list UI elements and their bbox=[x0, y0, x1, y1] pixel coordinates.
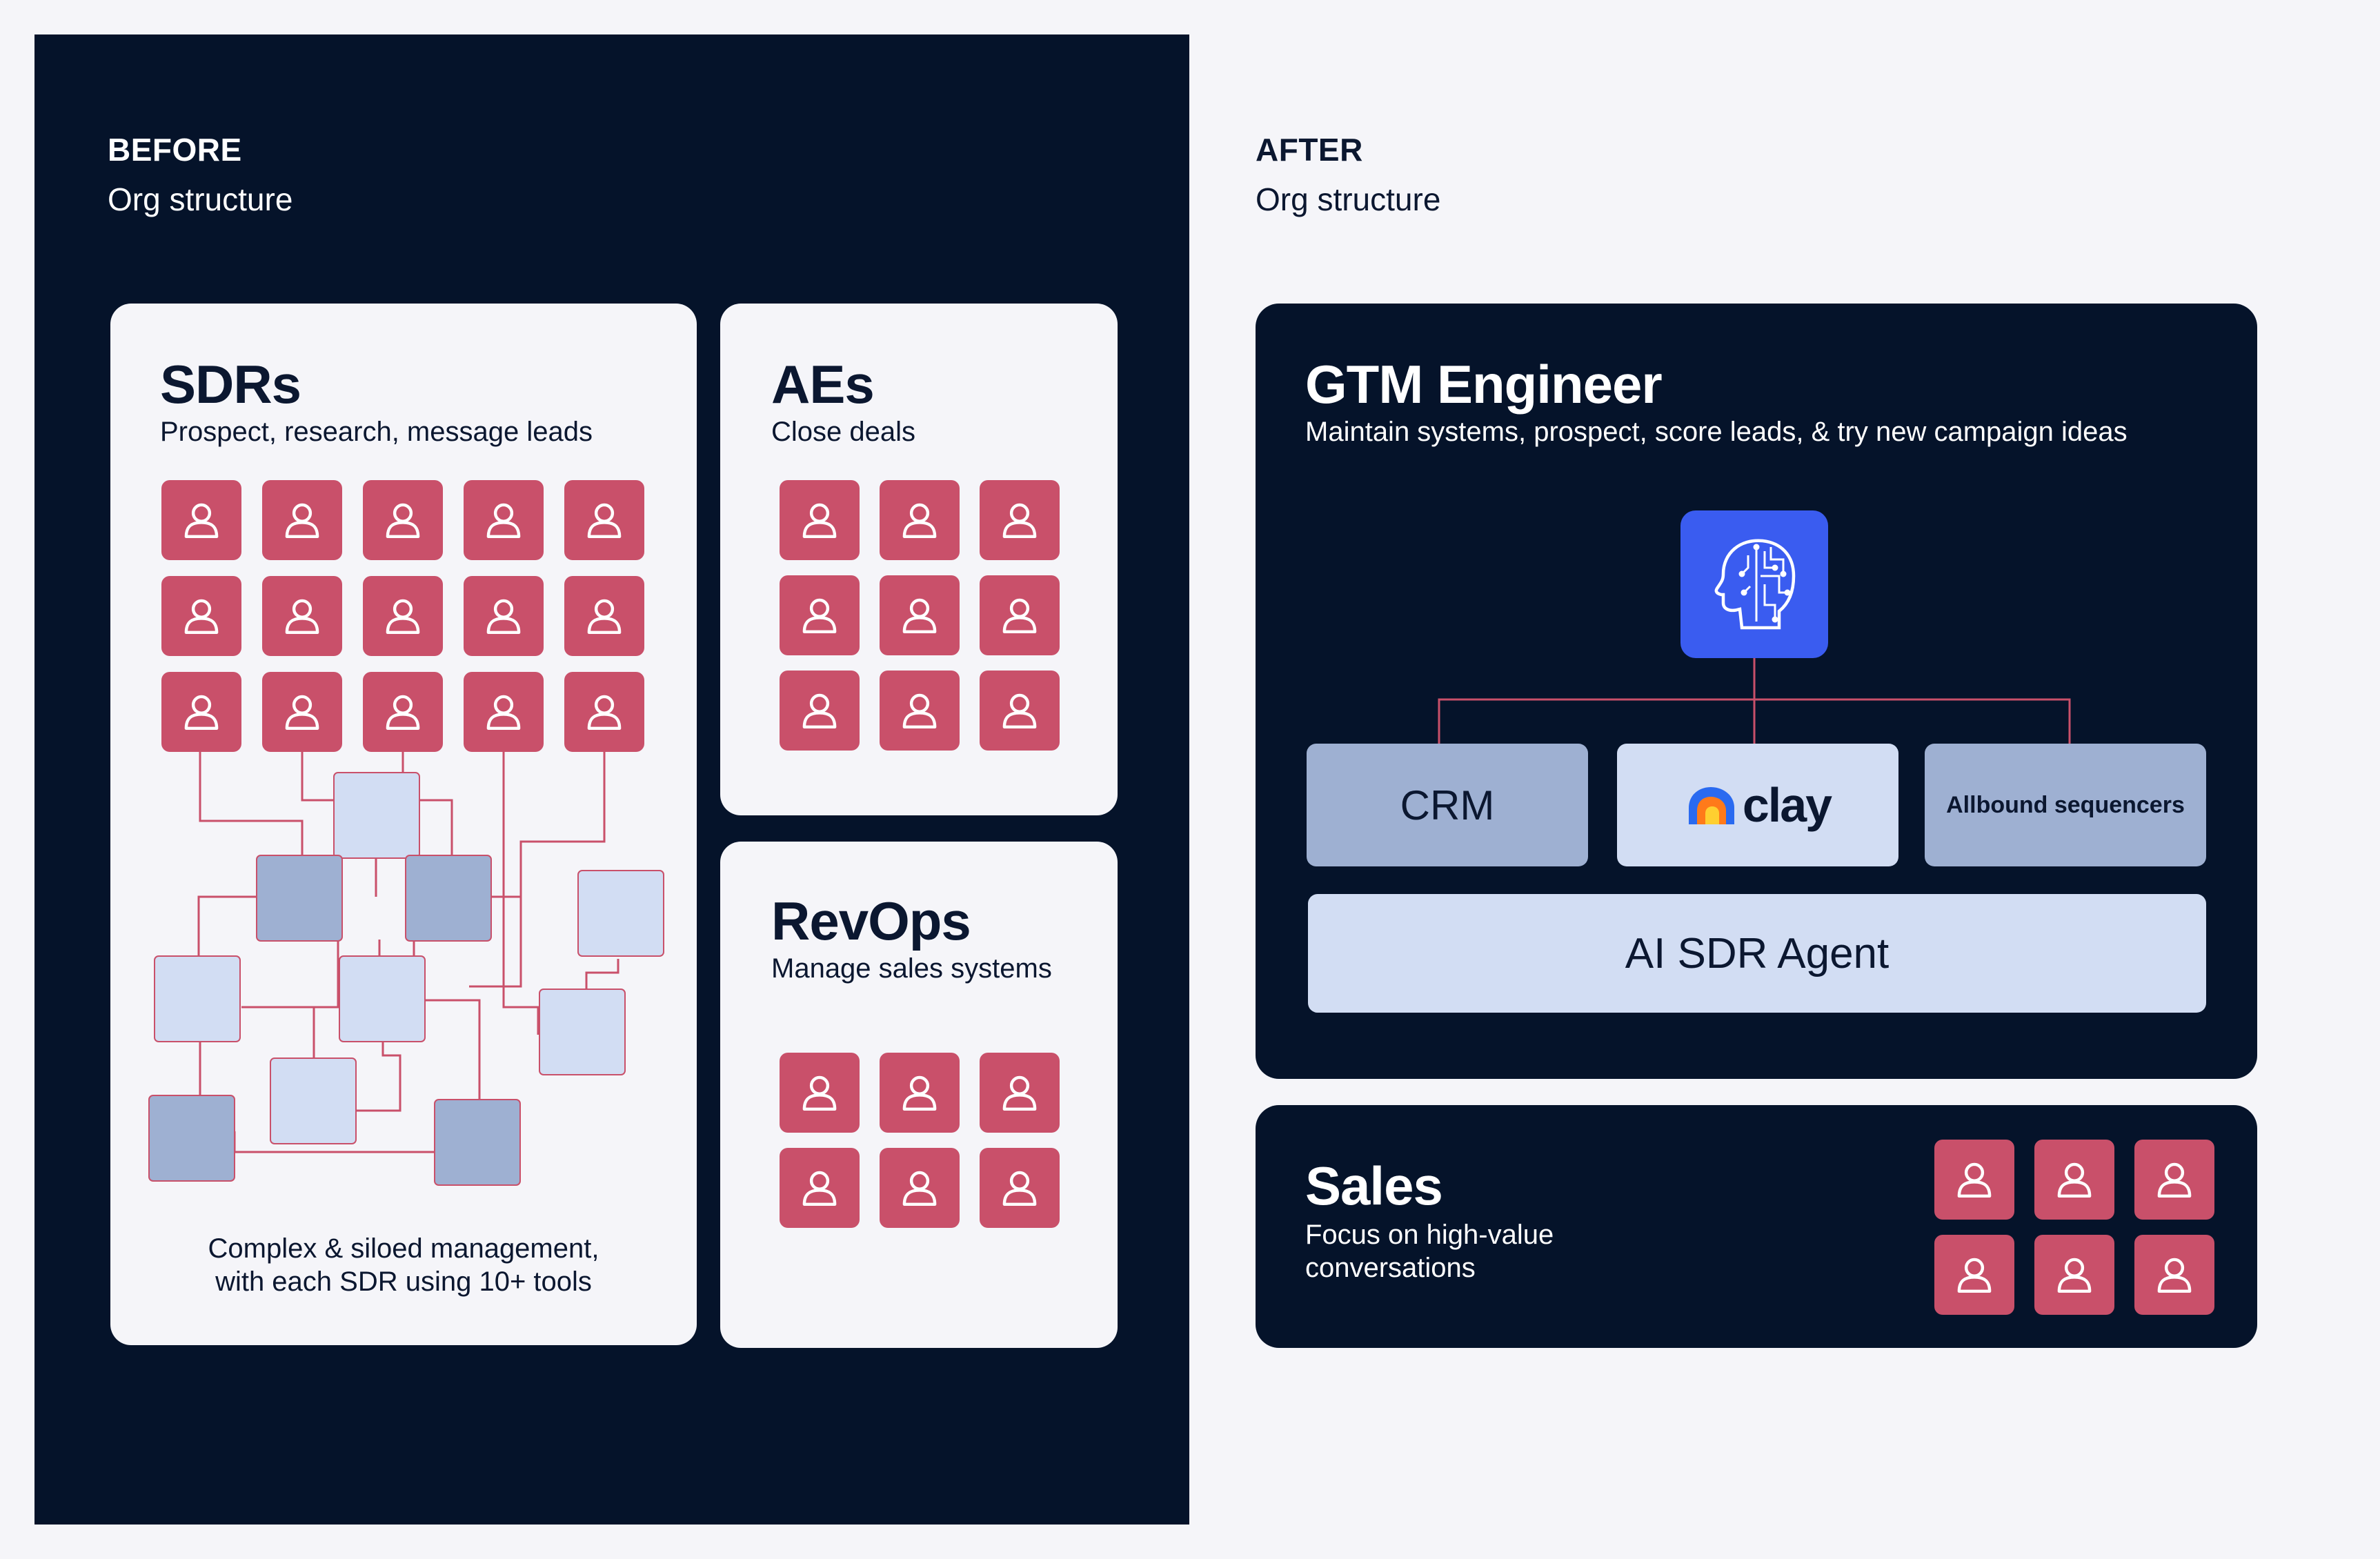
ai-sdr-agent-box: AI SDR Agent bbox=[1308, 894, 2206, 1013]
sdrs-description: Prospect, research, message leads bbox=[160, 417, 593, 447]
sales-description: Focus on high-value conversations bbox=[1305, 1218, 1554, 1284]
person-icon bbox=[1934, 1235, 2014, 1315]
person-icon bbox=[980, 575, 1060, 655]
person-icon bbox=[564, 672, 644, 752]
person-icon bbox=[2134, 1140, 2214, 1220]
ai-brain-icon bbox=[1680, 510, 1828, 658]
before-label: BEFORE bbox=[108, 132, 242, 168]
person-icon bbox=[161, 672, 241, 752]
person-icon bbox=[564, 576, 644, 656]
person-icon bbox=[363, 576, 443, 656]
allbound-sequencers-box: Allbound sequencers bbox=[1925, 744, 2206, 866]
sales-title: Sales bbox=[1305, 1155, 1443, 1216]
clay-box: clay bbox=[1617, 744, 1898, 866]
person-icon bbox=[464, 480, 544, 560]
person-icon bbox=[2134, 1235, 2214, 1315]
person-icon bbox=[780, 671, 860, 751]
clay-label: clay bbox=[1742, 778, 1832, 832]
person-icon bbox=[464, 576, 544, 656]
revops-title: RevOps bbox=[771, 891, 971, 951]
person-icon bbox=[880, 480, 960, 560]
person-icon bbox=[980, 671, 1060, 751]
person-icon bbox=[980, 1053, 1060, 1133]
person-icon bbox=[262, 480, 342, 560]
sdrs-footnote: Complex & siloed management, with each S… bbox=[110, 1232, 697, 1298]
person-icon bbox=[2034, 1140, 2114, 1220]
person-icon bbox=[880, 1148, 960, 1228]
person-icon bbox=[980, 1148, 1060, 1228]
person-icon bbox=[780, 1148, 860, 1228]
aes-description: Close deals bbox=[771, 417, 916, 447]
gtm-title: GTM Engineer bbox=[1305, 354, 1663, 415]
person-icon bbox=[262, 576, 342, 656]
person-icon bbox=[980, 480, 1060, 560]
sales-description-line1: Focus on high-value bbox=[1305, 1220, 1554, 1250]
person-icon bbox=[161, 576, 241, 656]
person-icon bbox=[880, 575, 960, 655]
crm-box: CRM bbox=[1307, 744, 1588, 866]
revops-description: Manage sales systems bbox=[771, 953, 1052, 984]
person-icon bbox=[880, 1053, 960, 1133]
sdrs-footnote-line2: with each SDR using 10+ tools bbox=[215, 1267, 592, 1297]
person-icon bbox=[363, 672, 443, 752]
person-icon bbox=[363, 480, 443, 560]
after-label: AFTER bbox=[1256, 132, 1363, 168]
before-subtitle: Org structure bbox=[108, 181, 293, 217]
aes-title: AEs bbox=[771, 354, 875, 415]
after-subtitle: Org structure bbox=[1256, 181, 1441, 217]
person-icon bbox=[564, 480, 644, 560]
clay-logo-icon bbox=[1688, 787, 1734, 824]
person-icon bbox=[161, 480, 241, 560]
sdrs-title: SDRs bbox=[160, 354, 301, 415]
person-icon bbox=[780, 480, 860, 560]
person-icon bbox=[262, 672, 342, 752]
sdrs-footnote-line1: Complex & siloed management, bbox=[208, 1233, 599, 1264]
person-icon bbox=[780, 1053, 860, 1133]
gtm-connectors bbox=[1438, 657, 2071, 745]
person-icon bbox=[880, 671, 960, 751]
sales-description-line2: conversations bbox=[1305, 1253, 1476, 1283]
sdr-tool-tangle bbox=[148, 752, 664, 1186]
person-icon bbox=[780, 575, 860, 655]
person-icon bbox=[1934, 1140, 2014, 1220]
person-icon bbox=[2034, 1235, 2114, 1315]
gtm-description: Maintain systems, prospect, score leads,… bbox=[1305, 417, 2128, 447]
person-icon bbox=[464, 672, 544, 752]
